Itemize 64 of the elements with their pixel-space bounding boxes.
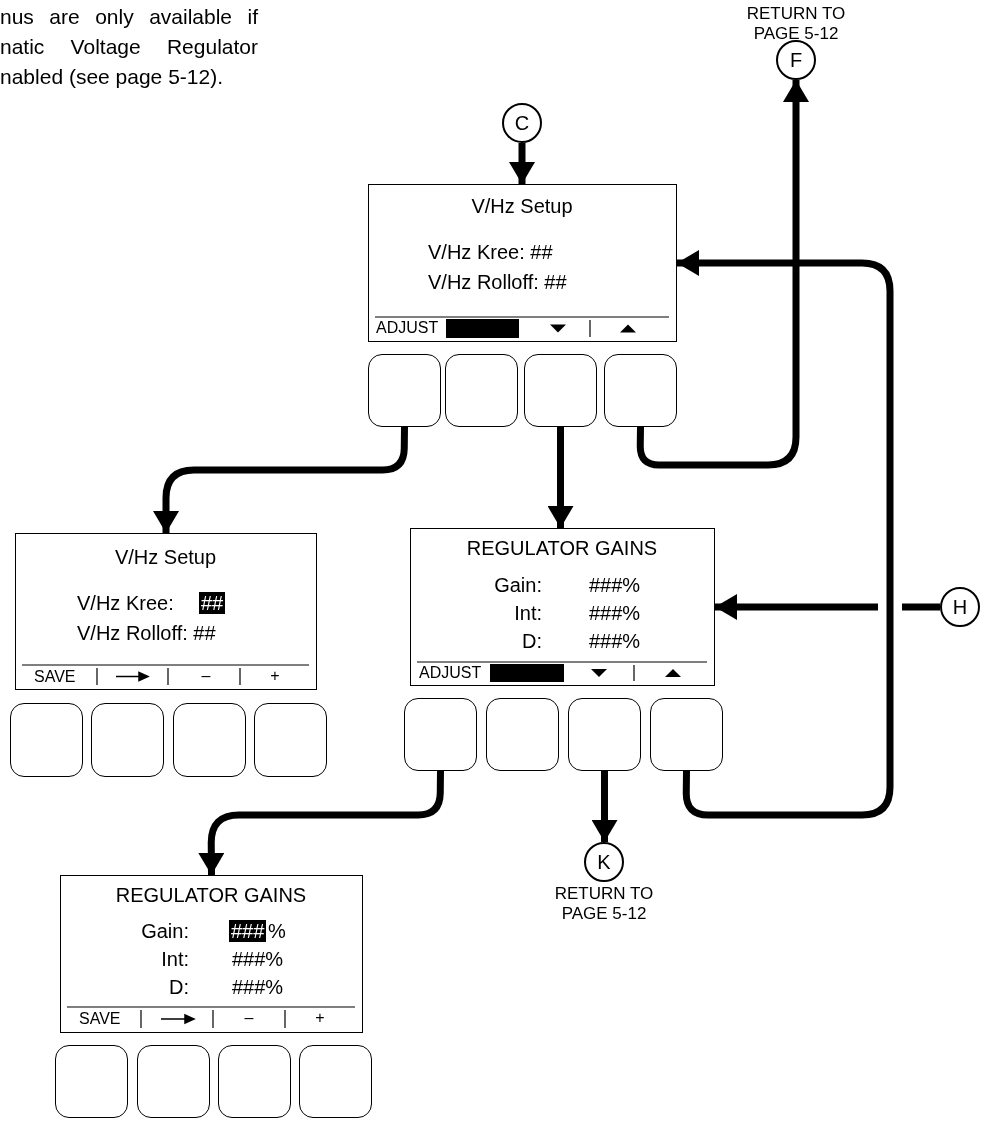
softkey-label: – — [244, 1009, 254, 1026]
keypad-button — [137, 1045, 210, 1118]
field-value: ###% — [589, 630, 641, 652]
connector-circle: H — [940, 587, 980, 627]
parameter-line: V/Hz Rolloff: ## — [77, 622, 216, 644]
note-text: nus are only available if natic Voltage Regulator nabled (see page 5-12). — [0, 4, 258, 90]
arrow — [155, 426, 408, 533]
keypad-button — [254, 703, 327, 777]
field-label: D: — [169, 976, 189, 998]
screen-title: REGULATOR GAINS — [114, 884, 308, 906]
screen-title: V/Hz Setup — [470, 195, 574, 217]
softkey-label: SAVE — [34, 668, 76, 685]
display-screen — [410, 528, 715, 686]
softkey-label: ADJUST — [376, 319, 439, 336]
keypad-button — [650, 698, 723, 771]
arrow — [677, 252, 894, 819]
keypad-button — [173, 703, 246, 777]
field-label: D: — [522, 630, 542, 652]
display-screen — [368, 184, 677, 342]
arrow — [715, 596, 940, 618]
parameter-line: V/Hz Rolloff: ## — [428, 271, 567, 293]
field-label: Gain: — [494, 574, 542, 596]
field-value: ###% — [589, 574, 641, 596]
field-label: Int: — [161, 948, 189, 970]
screen-title: V/Hz Setup — [113, 546, 218, 568]
arrow — [511, 143, 533, 184]
display-screen — [15, 533, 317, 690]
field-value: ###% — [232, 976, 284, 998]
keypad-button — [604, 354, 677, 427]
keypad-button — [486, 698, 559, 771]
arrow — [636, 80, 807, 469]
field-value: ###% — [589, 602, 641, 624]
keypad-button — [445, 354, 518, 427]
return-note: RETURN TO PAGE 5-12 — [553, 884, 655, 924]
keypad-button — [91, 703, 164, 777]
softkey-label: ADJUST — [419, 664, 482, 681]
highlighted-value: ## — [199, 592, 226, 614]
softkey-label: SAVE — [79, 1010, 121, 1027]
display-screen — [60, 875, 363, 1033]
keypad-button — [218, 1045, 291, 1118]
connector-circle: F — [776, 40, 816, 80]
arrow — [200, 770, 444, 876]
keypad-button — [568, 698, 641, 771]
highlighted-value: ### — [229, 920, 267, 942]
softkey-label: + — [315, 1009, 325, 1026]
field-label: Gain: — [141, 920, 189, 942]
connector-circle: C — [502, 103, 542, 143]
keypad-button — [404, 698, 477, 771]
parameter-line: V/Hz Kree: ## — [428, 241, 553, 263]
field-label: Int: — [514, 602, 542, 624]
keypad-button — [524, 354, 597, 427]
keypad-button — [368, 354, 441, 427]
softkey-label: – — [201, 667, 211, 684]
connector-circle: K — [584, 842, 624, 882]
field-value: % — [268, 920, 286, 942]
screen-title: REGULATOR GAINS — [465, 537, 659, 559]
keypad-button — [10, 703, 83, 777]
arrow — [549, 427, 572, 528]
field-value: ###% — [232, 948, 284, 970]
arrow — [593, 771, 616, 842]
keypad-button — [299, 1045, 372, 1118]
softkey-label: + — [270, 667, 280, 684]
keypad-button — [55, 1045, 128, 1118]
field-label: V/Hz Kree: — [77, 592, 174, 614]
